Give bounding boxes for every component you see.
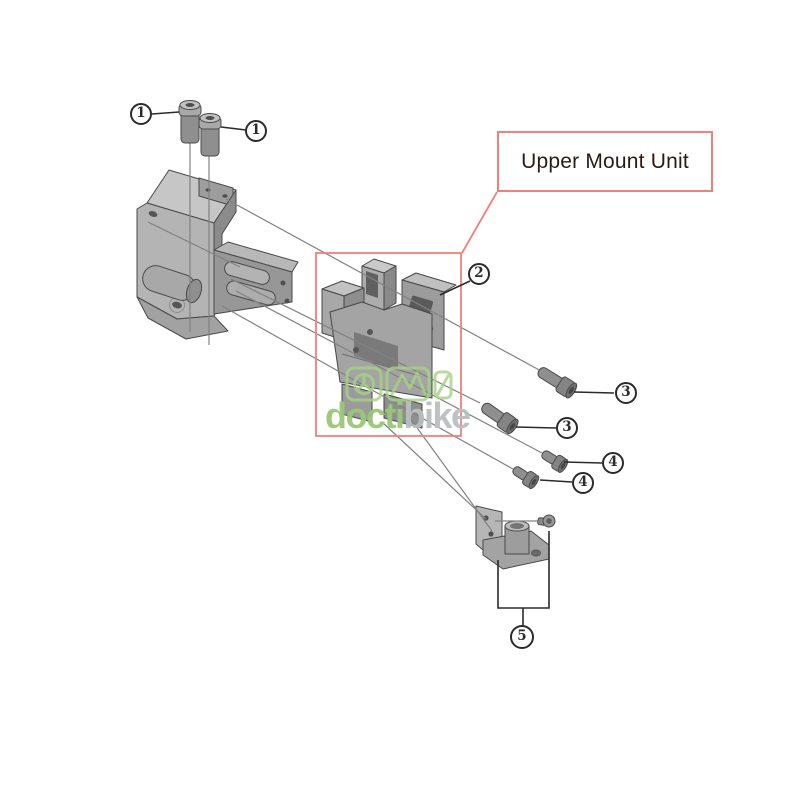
lower-mount-illustration [475, 505, 550, 570]
callout-4-upper-number: 4 [608, 454, 618, 471]
callout-1-right-number: 1 [251, 122, 261, 139]
red-leader-line [461, 191, 498, 254]
callout-3-lower: 3 [556, 417, 578, 439]
bolt-3-lower-illustration [481, 402, 519, 435]
upper-mount-unit-label: Upper Mount Unit [521, 149, 689, 173]
callout-3-lower-number: 3 [562, 419, 572, 436]
red-outline-rect [315, 252, 462, 437]
upper-mount-unit-illustration [321, 258, 457, 429]
callout-3-upper-number: 3 [621, 384, 631, 401]
callout-leader-lines [151, 111, 615, 626]
callout-2: 2 [468, 263, 490, 285]
red-highlight-overlay [315, 191, 498, 437]
callout-1-right: 1 [245, 120, 267, 142]
callout-5: 5 [510, 625, 534, 649]
callout-1-left: 1 [130, 103, 152, 125]
callout-4-upper: 4 [602, 452, 624, 474]
bolt-1-right-illustration [198, 113, 222, 157]
callout-2-number: 2 [474, 265, 484, 282]
bolt-4-lower-illustration [512, 466, 540, 490]
callout-1-left-number: 1 [136, 105, 146, 122]
callout-5-number: 5 [517, 628, 527, 645]
callout-3-upper: 3 [615, 382, 637, 404]
bolt-3-upper-illustration [537, 367, 578, 399]
callout-4-lower: 4 [572, 472, 594, 494]
bolt-4-upper-illustration [541, 450, 569, 473]
callout-4-lower-number: 4 [578, 474, 588, 491]
upper-mount-unit-label-box: Upper Mount Unit [497, 131, 713, 192]
bolt-1-left-illustration [178, 100, 202, 144]
screw-5-illustration [537, 514, 556, 528]
frame-bracket-illustration [136, 169, 299, 340]
